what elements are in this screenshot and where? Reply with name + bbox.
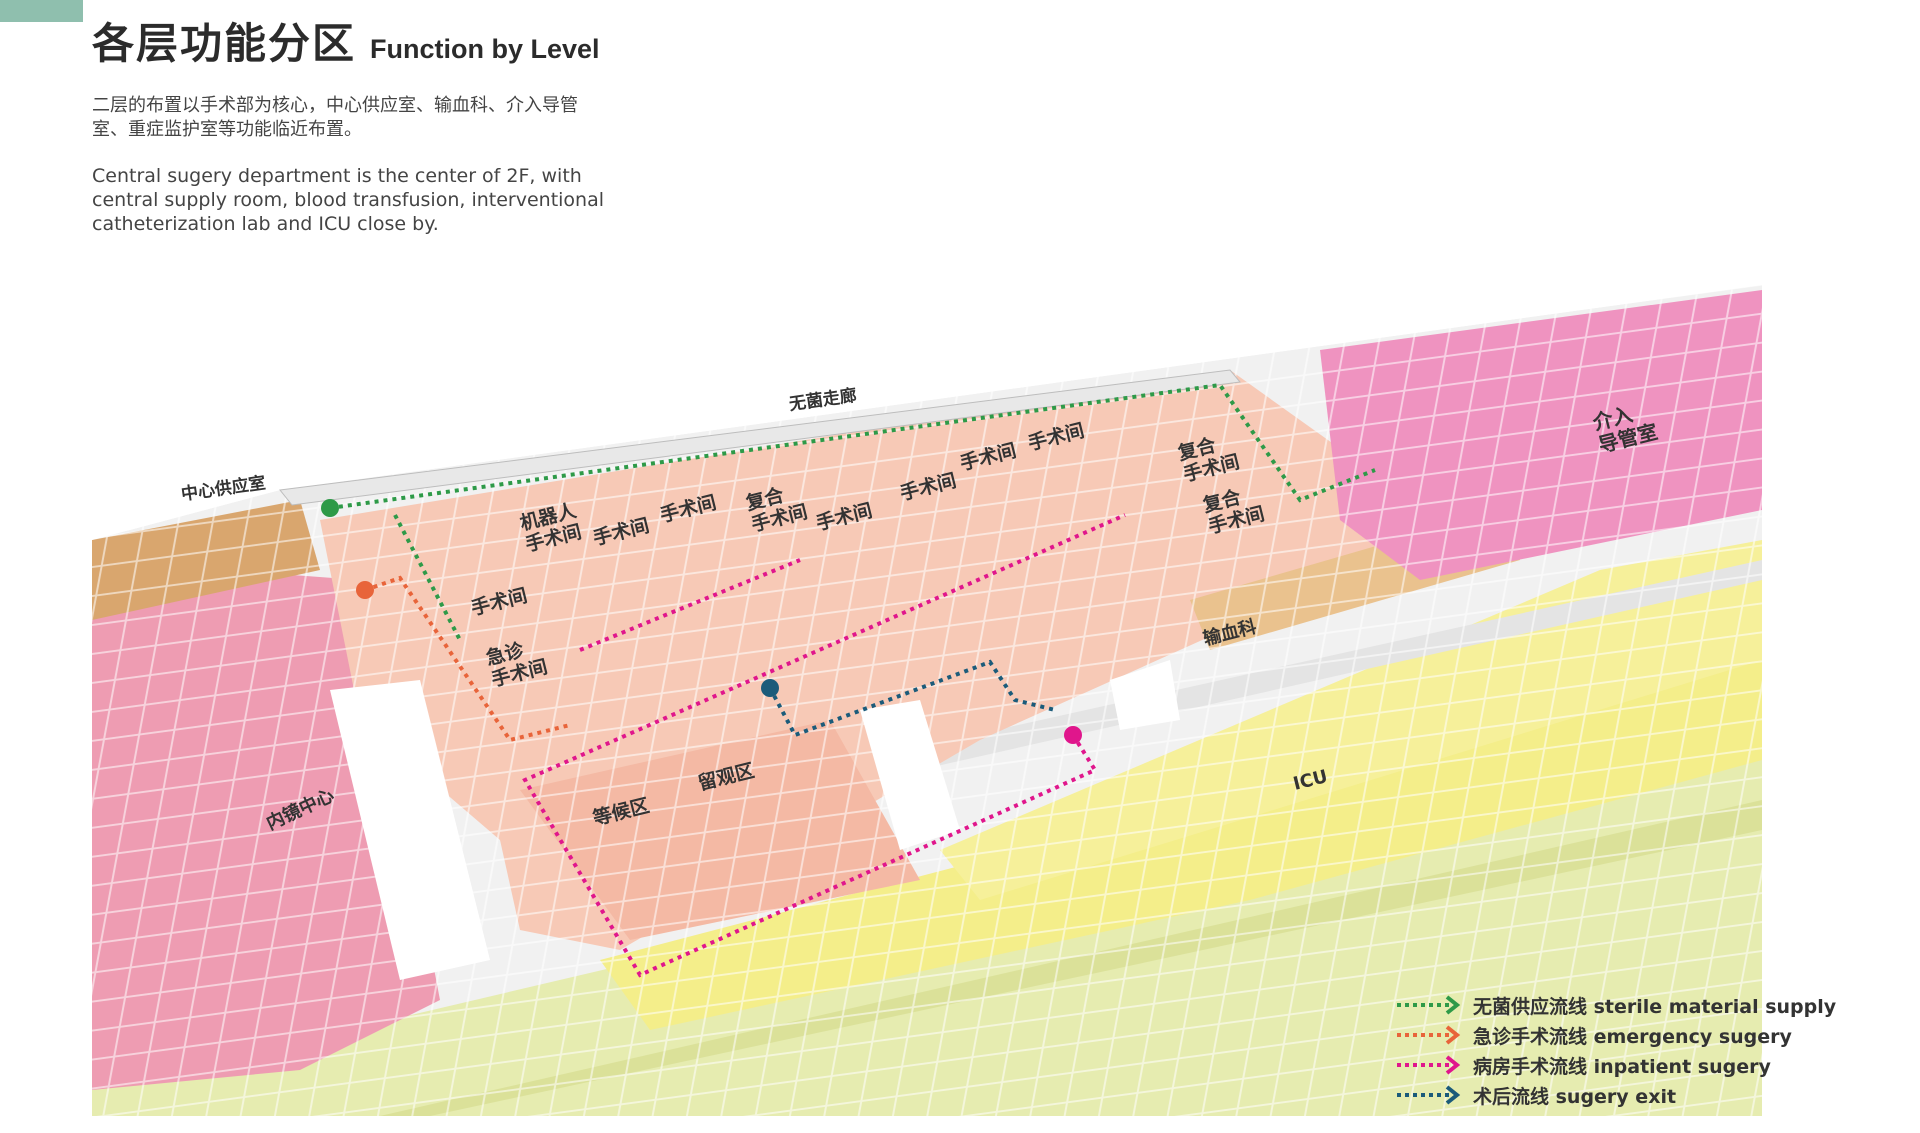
sterile-corridor <box>279 369 1241 506</box>
legend-swatch-sterile <box>1397 995 1461 1015</box>
description-chinese: 二层的布置以手术部为核心，中心供应室、输血科、介入导管室、重症监护室等功能临近布… <box>92 95 578 140</box>
legend-item: 急诊手术流线 emergency sugery <box>1395 1020 1836 1050</box>
flow-inpatient-branch <box>579 558 801 652</box>
legend-label: 急诊手术流线 emergency sugery <box>1473 1025 1792 1048</box>
surgery-exit-start-marker <box>761 679 779 697</box>
legend-swatch-emergency <box>1397 1025 1461 1045</box>
legend-label: 病房手术流线 inpatient sugery <box>1473 1055 1771 1078</box>
title-chinese: 各层功能分区 <box>92 19 357 68</box>
corner-accent <box>0 0 83 22</box>
title-english: Function by Level <box>370 34 600 64</box>
flow-inpatient <box>522 513 1126 978</box>
legend-swatch-exit <box>1397 1085 1461 1105</box>
legend-item: 无菌供应流线 sterile material supply <box>1395 990 1836 1020</box>
flow-emergency <box>364 575 571 743</box>
legend-label: 术后流线 sugery exit <box>1473 1085 1677 1108</box>
flow-sterile-supply-branch <box>393 514 462 641</box>
flow-surgery-exit <box>768 659 1056 738</box>
sterile-supply-start-marker <box>321 499 339 517</box>
page-title: 各层功能分区 Function by Level <box>92 10 600 71</box>
legend-label: 无菌供应流线 sterile material supply <box>1473 995 1837 1018</box>
legend-item: 病房手术流线 inpatient sugery <box>1395 1050 1836 1080</box>
label-corridor: 无菌走廊 <box>787 385 858 415</box>
description-english: Central sugery department is the center … <box>92 165 605 235</box>
legend: 无菌供应流线 sterile material supply 急诊手术流线 em… <box>1395 990 1836 1110</box>
inpatient-start-marker <box>1064 726 1082 744</box>
legend-swatch-inpatient <box>1397 1055 1461 1075</box>
emergency-start-marker <box>356 581 374 599</box>
legend-item: 术后流线 sugery exit <box>1395 1080 1836 1110</box>
